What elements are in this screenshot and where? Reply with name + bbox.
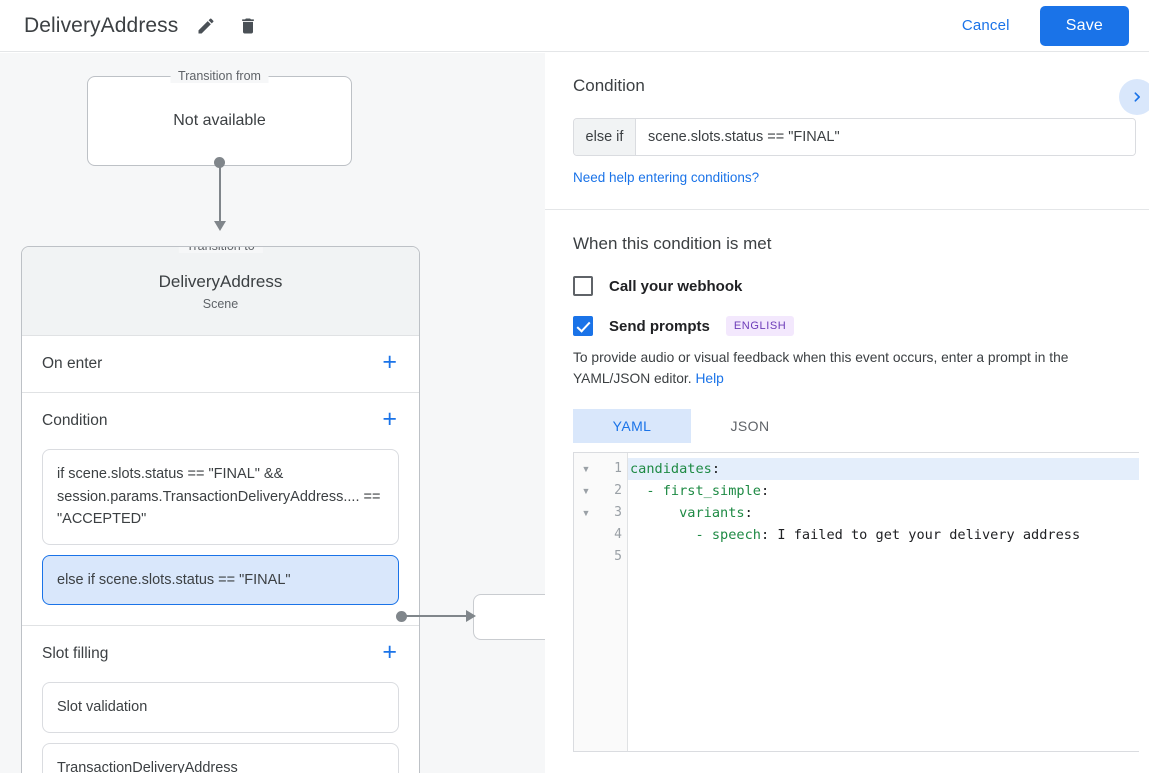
transition-from-legend: Transition from bbox=[170, 69, 269, 83]
transition-to-card[interactable]: Transition to DeliveryAddress Scene On e… bbox=[21, 246, 420, 773]
fold-spacer bbox=[574, 546, 598, 568]
send-prompts-label: Send prompts bbox=[609, 317, 710, 335]
fold-toggle[interactable]: ▼ bbox=[581, 508, 591, 519]
connector-arrow-right bbox=[466, 610, 476, 622]
editor-format-tabs: YAML JSON bbox=[573, 409, 1121, 444]
condition-input[interactable] bbox=[636, 119, 1135, 155]
pencil-icon bbox=[196, 16, 216, 36]
call-webhook-label: Call your webhook bbox=[609, 277, 743, 295]
scene-name: DeliveryAddress bbox=[158, 271, 283, 291]
scene-header: DeliveryAddress Scene bbox=[22, 247, 419, 336]
code-line: variants: bbox=[679, 505, 753, 522]
connector-dot-outgoing bbox=[396, 611, 407, 622]
line-number: 1 bbox=[614, 461, 622, 477]
condition-field[interactable]: else if bbox=[573, 118, 1136, 156]
prompts-description-text: To provide audio or visual feedback when… bbox=[573, 350, 1069, 386]
condition-section: Condition else if Need help entering con… bbox=[545, 53, 1149, 210]
condition-item-selected[interactable]: else if scene.slots.status == "FINAL" bbox=[42, 554, 399, 606]
tab-json[interactable]: JSON bbox=[730, 418, 770, 435]
transition-from-card[interactable]: Transition from Not available bbox=[87, 69, 352, 166]
chevron-right-icon bbox=[1127, 87, 1147, 107]
transition-from-value: Not available bbox=[173, 112, 266, 129]
line-number: 4 bbox=[614, 527, 622, 543]
add-condition-button[interactable]: + bbox=[382, 405, 397, 433]
code-line: - speech: I failed to get your delivery … bbox=[695, 527, 1081, 544]
webhook-row[interactable]: Call your webhook bbox=[573, 276, 1121, 296]
condition-item[interactable]: if scene.slots.status == "FINAL" && sess… bbox=[42, 449, 399, 545]
save-button[interactable]: Save bbox=[1039, 5, 1129, 46]
prompts-description: To provide audio or visual feedback when… bbox=[573, 348, 1121, 389]
downstream-node[interactable] bbox=[473, 594, 545, 640]
send-prompts-row[interactable]: Send prompts ENGLISH bbox=[573, 316, 1121, 336]
send-prompts-checkbox[interactable] bbox=[573, 316, 593, 336]
connector-arrow-down bbox=[214, 221, 226, 231]
transition-to-legend: Transition to bbox=[178, 247, 263, 253]
code-area[interactable]: candidates: - first_simple: variants: - … bbox=[628, 453, 1139, 751]
fold-gutter: ▼ ▼ ▼ bbox=[574, 453, 598, 752]
line-number: 5 bbox=[614, 549, 622, 565]
app-bar: DeliveryAddress Cancel Save bbox=[0, 0, 1149, 52]
section-header: Condition + bbox=[42, 393, 399, 449]
slot-filling-item[interactable]: TransactionDeliveryAddress bbox=[42, 743, 399, 773]
section-header: Slot filling + bbox=[42, 626, 399, 682]
connector-line-horizontal bbox=[406, 615, 468, 617]
language-badge: ENGLISH bbox=[725, 316, 795, 336]
code-editor[interactable]: ▼ ▼ ▼ 1 2 3 4 5 candidates: - first_simp… bbox=[573, 452, 1139, 753]
when-condition-met-section: When this condition is met Call your web… bbox=[545, 210, 1149, 753]
page-title: DeliveryAddress bbox=[24, 13, 179, 37]
slot-filling-item[interactable]: Slot validation bbox=[42, 682, 399, 734]
section-title-condition: Condition bbox=[42, 412, 108, 429]
delete-button[interactable] bbox=[234, 12, 262, 40]
edit-name-button[interactable] bbox=[192, 12, 220, 40]
section-header: On enter + bbox=[42, 336, 399, 392]
condition-heading: Condition bbox=[573, 76, 645, 95]
scene-graph-canvas[interactable]: Transition from Not available Transition… bbox=[0, 53, 545, 773]
call-webhook-checkbox[interactable] bbox=[573, 276, 593, 296]
fold-spacer bbox=[574, 524, 598, 546]
prompts-help-link[interactable]: Help bbox=[695, 370, 724, 386]
add-slot-filling-button[interactable]: + bbox=[382, 638, 397, 667]
details-panel: Condition else if Need help entering con… bbox=[545, 53, 1149, 773]
code-line bbox=[628, 546, 1139, 568]
scene-type: Scene bbox=[202, 296, 239, 311]
section-on-enter: On enter + bbox=[22, 336, 419, 393]
fold-toggle[interactable]: ▼ bbox=[581, 464, 591, 475]
expand-panel-button[interactable] bbox=[1119, 79, 1149, 115]
connector-line-vertical bbox=[219, 162, 221, 224]
section-condition: Condition + if scene.slots.status == "FI… bbox=[22, 393, 419, 627]
section-slot-filling: Slot filling + Slot validation Transacti… bbox=[22, 626, 419, 773]
line-number: 2 bbox=[614, 483, 622, 499]
cancel-button[interactable]: Cancel bbox=[950, 9, 1022, 42]
add-on-enter-button[interactable]: + bbox=[382, 348, 397, 376]
code-line: candidates: bbox=[628, 458, 1139, 481]
condition-prefix: else if bbox=[574, 119, 636, 155]
condition-help-link[interactable]: Need help entering conditions? bbox=[573, 170, 760, 185]
section-title-slot-filling: Slot filling bbox=[42, 645, 109, 663]
line-number-gutter: 1 2 3 4 5 bbox=[598, 453, 628, 752]
when-met-heading: When this condition is met bbox=[573, 234, 772, 253]
trash-icon bbox=[238, 16, 258, 36]
fold-toggle[interactable]: ▼ bbox=[581, 486, 591, 497]
line-number: 3 bbox=[614, 505, 622, 521]
section-title-on-enter: On enter bbox=[42, 355, 103, 372]
tab-yaml[interactable]: YAML bbox=[573, 409, 691, 444]
code-line: - first_simple: bbox=[646, 483, 770, 500]
